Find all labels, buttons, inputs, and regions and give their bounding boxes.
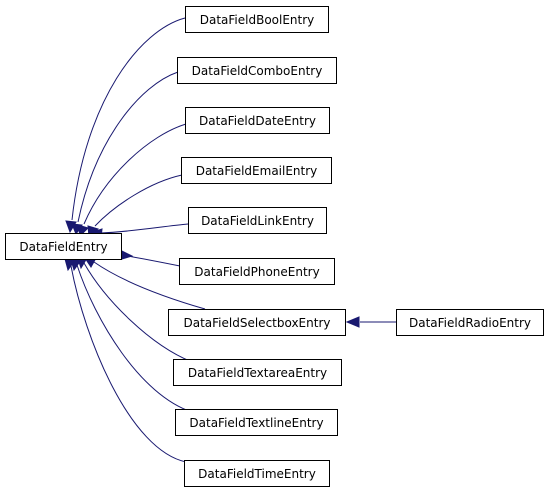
edge-bool-to-base	[71, 17, 186, 221]
node-data-field-time-entry[interactable]: DataFieldTimeEntry	[184, 460, 330, 487]
node-label: DataFieldPhoneEntry	[194, 265, 319, 279]
node-label: DataFieldDateEntry	[199, 114, 316, 128]
node-data-field-textarea-entry[interactable]: DataFieldTextareaEntry	[173, 359, 342, 386]
node-data-field-email-entry[interactable]: DataFieldEmailEntry	[181, 157, 332, 184]
arrowheads	[64, 220, 360, 328]
node-label: DataFieldBoolEntry	[200, 13, 315, 27]
node-data-field-selectbox-entry[interactable]: DataFieldSelectboxEntry	[168, 309, 346, 336]
edge-textarea-to-base	[83, 262, 193, 363]
node-label: DataFieldTextareaEntry	[188, 366, 327, 380]
node-label: DataFieldRadioEntry	[409, 316, 531, 330]
nodes: DataFieldEntry DataFieldBoolEntry DataFi…	[5, 6, 544, 487]
node-label: DataFieldComboEntry	[192, 64, 323, 78]
edge-email-to-base	[94, 174, 183, 227]
node-data-field-combo-entry[interactable]: DataFieldComboEntry	[177, 57, 337, 84]
edge-link-to-base	[100, 223, 189, 234]
node-data-field-date-entry[interactable]: DataFieldDateEntry	[185, 107, 330, 134]
node-label: DataFieldTextlineEntry	[189, 416, 323, 430]
node-data-field-link-entry[interactable]: DataFieldLinkEntry	[188, 207, 327, 234]
arrowhead-radio	[345, 316, 360, 328]
edge-time-to-base	[70, 265, 187, 463]
node-data-field-bool-entry[interactable]: DataFieldBoolEntry	[185, 6, 329, 33]
node-label: DataFieldEmailEntry	[196, 164, 318, 178]
edge-date-to-base	[83, 123, 187, 225]
node-label: DataFieldTimeEntry	[198, 467, 316, 481]
node-label: DataFieldSelectboxEntry	[184, 316, 331, 330]
edge-combo-to-base	[77, 71, 179, 223]
edges	[70, 17, 396, 463]
node-data-field-entry[interactable]: DataFieldEntry	[5, 233, 122, 260]
node-data-field-radio-entry[interactable]: DataFieldRadioEntry	[396, 309, 544, 336]
node-label: DataFieldEntry	[19, 240, 107, 254]
node-label: DataFieldLinkEntry	[201, 214, 314, 228]
node-data-field-phone-entry[interactable]: DataFieldPhoneEntry	[179, 258, 335, 285]
edge-selectbox-to-base	[93, 261, 206, 310]
node-data-field-textline-entry[interactable]: DataFieldTextlineEntry	[175, 409, 338, 436]
edge-textline-to-base	[76, 264, 193, 413]
